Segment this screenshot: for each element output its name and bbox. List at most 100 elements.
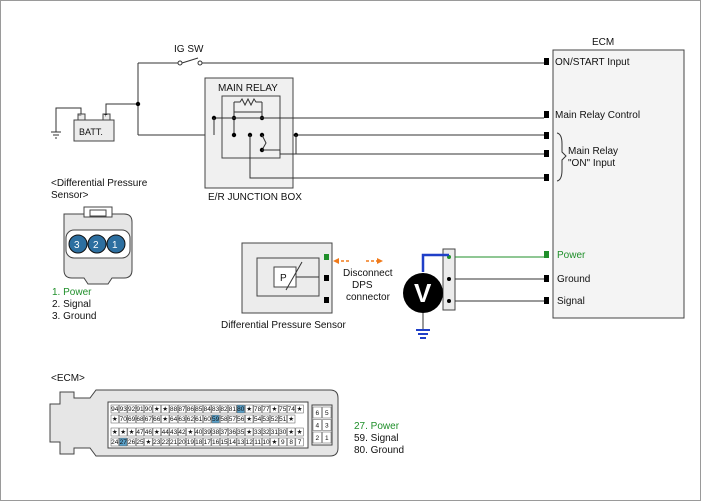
ecm-pin-number: 16	[212, 439, 220, 446]
ecm-pin-cell	[287, 404, 296, 414]
ecm-pin-cell	[110, 414, 119, 424]
ecm-pin-number: 46	[145, 429, 153, 436]
ecm-right-pin-cell	[322, 419, 332, 431]
ecm-pin-cell	[119, 414, 128, 424]
ecm-pin-cell	[211, 437, 220, 447]
ecm-pin-cell	[135, 427, 145, 437]
ecm-pin-number: ★	[112, 415, 118, 423]
ecm-pin-cell	[219, 404, 229, 414]
ecm-pin-cell	[127, 427, 136, 437]
ecm-pin-cell	[203, 437, 212, 447]
ecm-pin-number: 15	[220, 439, 228, 446]
ecm-pin-number: 7	[298, 439, 302, 446]
ecm-pin-cell	[278, 427, 287, 437]
ecm-pin-number: 44	[162, 429, 170, 436]
ecm-pin-number: 18	[195, 439, 203, 446]
ecm-pin-cell	[261, 404, 271, 414]
ecm-pin-cell	[177, 437, 187, 447]
ecm-pin-number: ★	[145, 438, 151, 446]
relay-contact	[261, 134, 267, 151]
main-relay	[221, 95, 281, 159]
battery-label: BATT.	[79, 127, 103, 137]
dps-pin-2-label: 2	[93, 240, 99, 251]
ecm-pin-number: 43	[170, 429, 178, 436]
ecm-terminal-relay-on-1	[544, 132, 549, 139]
ecm-pin-cell	[236, 427, 245, 437]
battery-minus: −	[78, 113, 82, 119]
dps-symbol: P	[280, 273, 287, 284]
ecm-pin-cell	[119, 427, 128, 437]
voltmeter-label: V	[414, 278, 432, 308]
ecm-pin-cell	[253, 427, 262, 437]
ecm-pin-number: 13	[237, 439, 245, 446]
ecm-pin-number: 70	[120, 416, 128, 423]
ecm-terminal-main-relay-control	[544, 111, 549, 118]
ecm-title: ECM	[592, 37, 614, 48]
ecm-pin-cell	[287, 427, 296, 437]
ecm-pin-number: ★	[246, 415, 252, 423]
ecm-pin-number: 59	[212, 416, 220, 423]
ecm-pin-cell	[161, 437, 170, 447]
ecm-pin-number: 77	[262, 406, 270, 413]
ecm-right-pin-cell	[312, 419, 322, 431]
ecm-pin-number: 11	[254, 439, 261, 446]
ecm-pin-cell	[152, 437, 161, 447]
ecm-pin-cell	[169, 437, 178, 447]
ecm-pin-number: 67	[145, 416, 153, 423]
dps-connector-title-2: Sensor>	[51, 190, 89, 201]
ecm-legend-power: 27. Power	[354, 421, 400, 432]
ecm-pin-number: 94	[111, 406, 119, 413]
ecm-pin-cell	[295, 437, 304, 447]
ecm-legend-ground: 80. Ground	[354, 445, 404, 456]
ecm-pin-number: ★	[154, 405, 160, 413]
ecm-pin-number: ★	[288, 428, 294, 436]
ecm-pin-cell	[270, 414, 279, 424]
ecm-pin-cell	[169, 414, 178, 424]
ecm-pin-cell	[194, 437, 203, 447]
ecm-terminal-relay-on-2	[544, 150, 549, 157]
ecm-pin-main-relay-on-2: "ON" Input	[568, 158, 615, 169]
ecm-terminal-signal	[544, 297, 549, 304]
ecm-pin-cell	[270, 437, 279, 447]
dps-terminal-power	[324, 254, 329, 260]
ecm-right-pin-number: 1	[325, 435, 329, 442]
ecm-pin-cell	[211, 427, 220, 437]
ecm-pin-cell	[228, 404, 237, 414]
ecm-right-pin-number: 3	[325, 423, 329, 430]
ecm-pin-number: 54	[254, 416, 262, 423]
ecm-pin-number: 35	[237, 429, 245, 436]
dps-terminal-signal	[324, 297, 329, 303]
dps-terminal-ground	[324, 275, 329, 281]
ecm-pin-cell	[287, 437, 296, 447]
ecm-pin-cell	[119, 437, 128, 447]
dps-pin-1-label: 1	[112, 240, 118, 251]
ecm-pin-cell	[236, 404, 245, 414]
ecm-pin-cell	[287, 414, 296, 424]
ecm-pin-number: ★	[162, 415, 168, 423]
ecm-pin-number: 33	[254, 429, 262, 436]
ecm-pin-cell	[219, 427, 229, 437]
ecm-terminal-relay-on-3	[544, 174, 549, 181]
ecm-right-pin-number: 2	[315, 435, 319, 442]
dps-legend-power: 1. Power	[52, 287, 92, 298]
ecm-pin-number: 14	[229, 439, 237, 446]
ecm-pin-number: ★	[187, 428, 193, 436]
ecm-pin-number: 60	[204, 416, 212, 423]
ecm-pin-number: 38	[212, 429, 220, 436]
ecm-pin-number: 86	[187, 406, 195, 413]
ecm-pin-cell	[245, 437, 254, 447]
relay-on-wire-2	[249, 150, 544, 179]
dps-pin-2	[87, 234, 107, 254]
ecm-pin-cell	[135, 414, 145, 424]
ecm-pin-number: 20	[178, 439, 186, 446]
ecm-pin-number: ★	[246, 428, 252, 436]
ecm-pin-number: 53	[262, 416, 270, 423]
ecm-pin-cell	[253, 437, 262, 447]
disconnect-line-3: connector	[346, 292, 391, 303]
ecm-pin-cell	[127, 437, 136, 447]
ecm-pin-number: 83	[212, 406, 220, 413]
ecm-pin-number: ★	[271, 405, 277, 413]
